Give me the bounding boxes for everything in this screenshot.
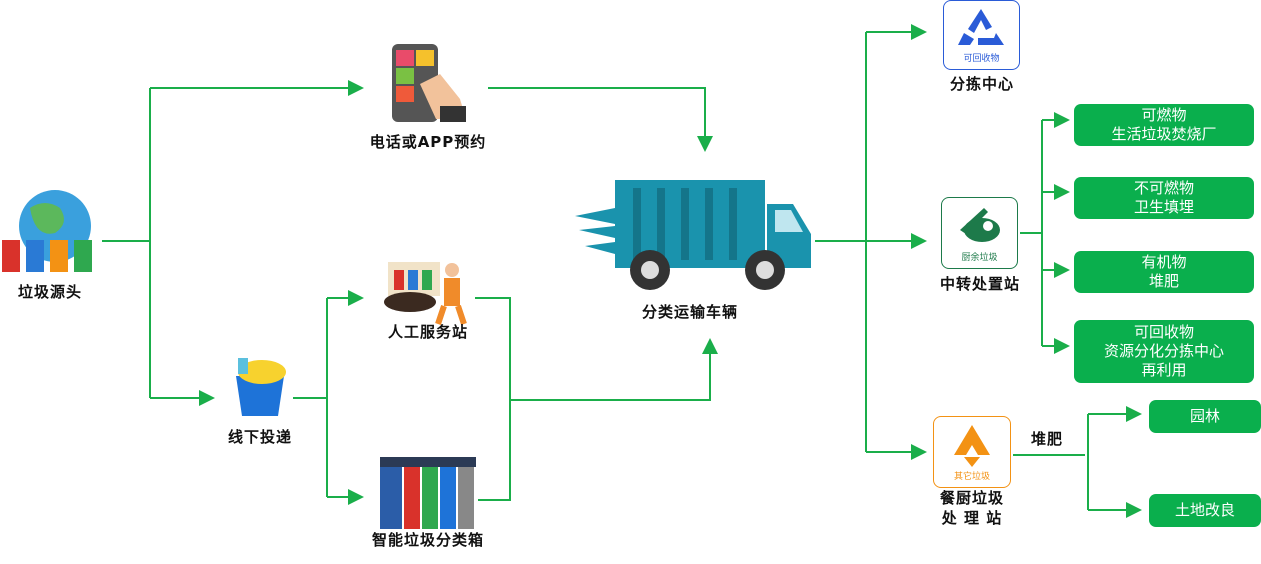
globe-trash-bins-icon — [2, 190, 92, 272]
other-waste-icon — [954, 425, 990, 467]
node-kitchen-station-line1: 餐厨垃圾 — [939, 489, 1005, 507]
compost-label: 堆肥 — [1030, 430, 1064, 448]
kitchen-waste-icon — [960, 208, 1000, 242]
outcome-line: 土地改良 — [1174, 501, 1235, 519]
node-source: 垃圾源头 — [17, 283, 83, 301]
node-kitchen-station-line2: 处 理 站 — [941, 509, 1003, 527]
node-sorting-center: 分拣中心 — [949, 75, 1015, 93]
outcome-line: 园林 — [1189, 407, 1220, 425]
recycle-icon — [958, 9, 1004, 45]
node-transport-truck: 分类运输车辆 — [641, 303, 739, 321]
outcome-line: 不可燃物 — [1133, 179, 1194, 197]
node-transfer-station: 中转处置站 — [939, 275, 1021, 293]
trash-bin-icon — [236, 358, 286, 416]
node-service-station: 人工服务站 — [387, 323, 469, 341]
node-phone-app: 电话或APP预约 — [369, 133, 487, 151]
outcome-line: 堆肥 — [1148, 272, 1179, 290]
recyclable-icon-text: 可回收物 — [963, 54, 1000, 64]
outcome-combustible: 可燃物生活垃圾焚烧厂 — [1074, 104, 1254, 146]
kitchen-waste-sign: 厨余垃圾 — [941, 197, 1018, 269]
node-smart-bin: 智能垃圾分类箱 — [371, 531, 485, 549]
outcome-soil-improvement: 土地改良 — [1149, 494, 1261, 527]
outcome-line: 再利用 — [1141, 361, 1187, 379]
transport-truck-icon — [575, 180, 811, 290]
outcome-landscaping: 园林 — [1149, 400, 1261, 433]
smart-sorting-bin-icon — [380, 457, 476, 529]
outcome-line: 卫生填埋 — [1133, 198, 1194, 216]
outcome-recyclable: 可回收物资源分化分拣中心再利用 — [1074, 320, 1254, 383]
outcome-organic: 有机物堆肥 — [1074, 251, 1254, 293]
service-station-worker-icon — [384, 262, 467, 325]
outcome-line: 资源分化分拣中心 — [1103, 342, 1224, 360]
outcome-line: 可燃物 — [1141, 106, 1187, 124]
outcome-line: 生活垃圾焚烧厂 — [1111, 125, 1217, 143]
other-icon-text: 其它垃圾 — [953, 472, 990, 482]
kitchen-icon-text: 厨余垃圾 — [961, 253, 998, 263]
outcome-line: 可回收物 — [1133, 323, 1194, 341]
recyclable-sign: 可回收物 — [943, 0, 1020, 70]
phone-app-icon — [392, 44, 466, 122]
node-offline-drop: 线下投递 — [227, 428, 293, 446]
other-waste-sign: 其它垃圾 — [933, 416, 1011, 488]
outcome-line: 有机物 — [1141, 253, 1187, 271]
outcome-noncombustible: 不可燃物卫生填埋 — [1074, 177, 1254, 219]
